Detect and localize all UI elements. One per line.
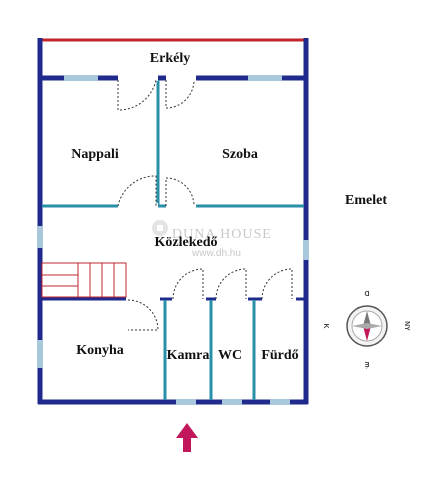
windows: [37, 75, 309, 405]
window: [37, 226, 43, 248]
window: [222, 399, 242, 405]
door-swing: [165, 79, 195, 109]
door-swing: [172, 268, 204, 300]
room-label-kitchen: Konyha: [76, 343, 123, 358]
compass-letter-north: É: [364, 360, 369, 369]
room-label-bathroom: Fürdő: [261, 348, 298, 363]
watermark-url: www.dh.hu: [191, 248, 241, 259]
room-label-wc: WC: [218, 348, 242, 363]
entrance-arrow: [176, 423, 198, 452]
door-swing: [127, 299, 159, 331]
watermark: DUNA HOUSE www.dh.hu: [152, 220, 272, 259]
compass-letter-east: K: [322, 323, 329, 328]
compass-needle-south: [363, 326, 371, 341]
compass: D É K NY: [322, 289, 410, 369]
stairs: [41, 262, 127, 298]
door-swing: [165, 177, 195, 207]
door-swing: [261, 268, 293, 300]
window: [270, 399, 290, 405]
window: [176, 399, 196, 405]
room-label-bedroom: Szoba: [222, 147, 258, 162]
floor-label: Emelet: [345, 193, 387, 208]
room-label-pantry: Kamra: [167, 348, 210, 363]
compass-letter-west: NY: [403, 321, 410, 331]
door-swings: [117, 79, 293, 331]
door-gaps: [118, 75, 296, 302]
door-swing: [117, 79, 157, 111]
room-label-balcony: Erkély: [150, 51, 190, 66]
compass-letter-south: D: [364, 289, 369, 296]
window: [64, 75, 98, 81]
window: [303, 240, 309, 260]
watermark-brand: DUNA HOUSE: [172, 227, 272, 242]
compass-needle-north: [363, 311, 371, 326]
window: [37, 340, 43, 368]
duna-house-logo: [152, 220, 168, 236]
room-label-hallway: Közlekedő: [155, 235, 218, 250]
room-label-living-room: Nappali: [71, 147, 119, 162]
door-swing: [117, 175, 157, 207]
door-swing: [215, 268, 247, 300]
window: [248, 75, 282, 81]
